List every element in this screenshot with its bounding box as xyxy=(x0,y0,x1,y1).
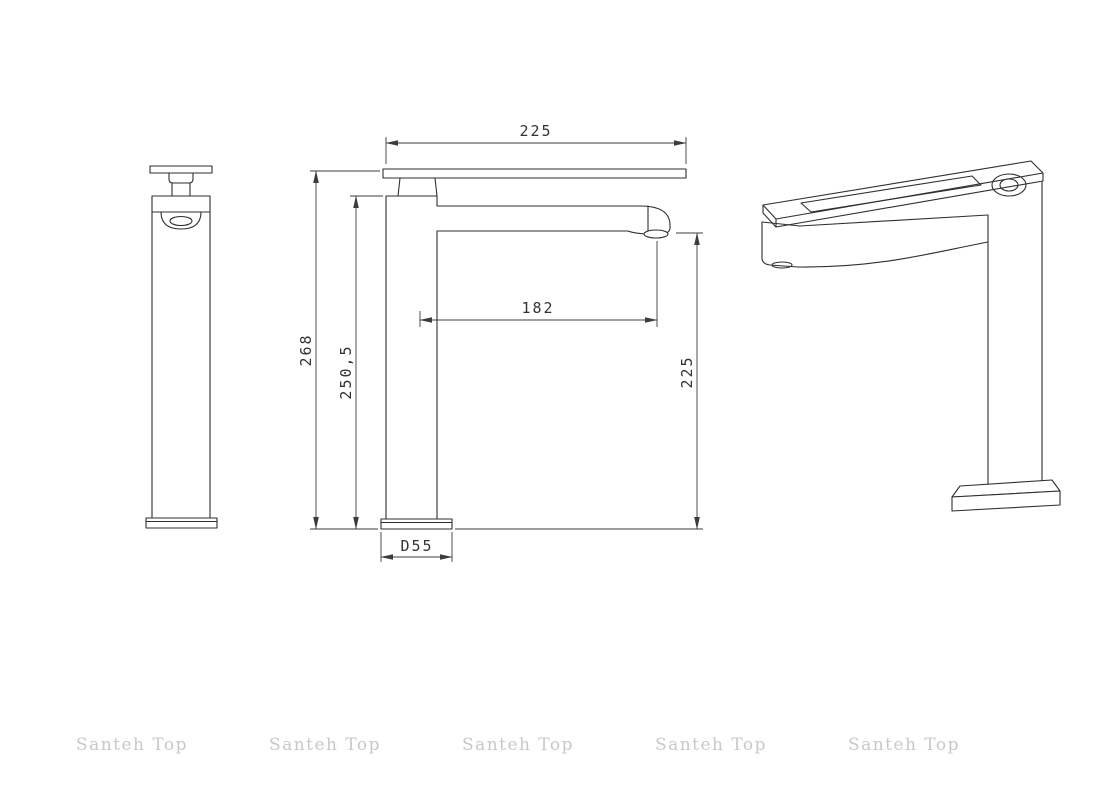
side-view xyxy=(145,165,218,529)
dimension-annotations: 225 268 250,5 182 225 D55 xyxy=(297,122,703,562)
side-body xyxy=(151,195,211,519)
persp-aerator xyxy=(771,261,793,269)
persp-base-front xyxy=(951,490,1061,512)
front-aerator xyxy=(643,229,669,239)
persp-arm-bottom xyxy=(797,241,989,268)
dim-label-base-width: D55 xyxy=(400,537,433,555)
watermark-text: Santeh Top xyxy=(76,735,188,755)
side-spout-mouth xyxy=(160,211,202,230)
side-cartridge xyxy=(171,182,191,197)
watermark-text: Santeh Top xyxy=(269,735,381,755)
watermark-text: Santeh Top xyxy=(848,735,960,755)
persp-spout-tip xyxy=(761,221,799,268)
front-base xyxy=(380,518,453,530)
side-aerator xyxy=(169,215,193,227)
watermarks: Santeh Top Santeh Top Santeh Top Santeh … xyxy=(76,735,960,755)
perspective-view xyxy=(761,160,1061,512)
side-lever-plate xyxy=(149,165,213,174)
side-lever-stem xyxy=(168,172,194,184)
persp-button-inner xyxy=(999,178,1019,192)
front-view xyxy=(380,168,687,530)
front-cartridge xyxy=(397,177,438,197)
dim-label-body-height: 250,5 xyxy=(337,344,355,399)
front-body xyxy=(385,195,671,520)
dim-label-spout-height: 225 xyxy=(678,355,696,388)
side-base xyxy=(145,517,218,529)
watermark-text: Santeh Top xyxy=(655,735,767,755)
dim-label-spout-reach: 182 xyxy=(521,299,554,317)
dim-label-overall-height: 268 xyxy=(297,333,315,366)
persp-button xyxy=(991,173,1027,197)
dim-label-lever-width: 225 xyxy=(519,122,552,140)
front-lever-plate xyxy=(382,168,687,179)
watermark-text: Santeh Top xyxy=(462,735,574,755)
persp-plate-recess xyxy=(800,175,982,213)
persp-arm-top xyxy=(799,214,989,227)
persp-lever-plate xyxy=(762,160,1044,220)
